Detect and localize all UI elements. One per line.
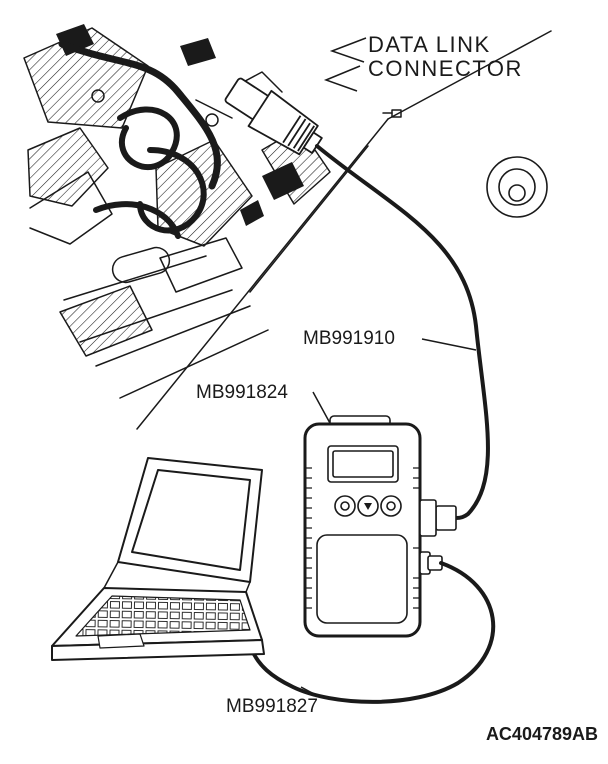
pointer-arrow-icon (329, 37, 367, 63)
leader-line-mb991827 (300, 686, 317, 696)
figure-code: AC404789AB (486, 724, 598, 744)
callout-pointers (300, 37, 477, 696)
cable-mb991910-art (315, 144, 490, 531)
cable-part-number-label: MB991910 (303, 328, 395, 349)
data-link-connector-label-line2: CONNECTOR (368, 56, 523, 81)
data-link-connector-label-line1: DATA LINK (368, 32, 491, 57)
leader-line-mb991824 (312, 391, 332, 426)
usb-cable-mb991827-art (248, 561, 496, 704)
interface-part-number-label: MB991824 (196, 382, 288, 403)
laptop-screen (131, 469, 251, 571)
down-arrow-icon (364, 503, 372, 510)
laptop-art (51, 457, 265, 661)
data-link-connector-art (224, 77, 323, 156)
screw-icon (382, 109, 402, 118)
usb-cable-part-number-label: MB991827 (226, 696, 318, 717)
dashboard-art (23, 24, 552, 430)
laptop-keyboard (75, 595, 251, 637)
pointer-arrow-icon (323, 65, 361, 92)
vci-mb991824-art (303, 415, 443, 638)
laptop-touchpad (97, 633, 145, 649)
ignition-cylinder-art (486, 156, 548, 218)
leader-line-mb991910 (421, 338, 477, 351)
